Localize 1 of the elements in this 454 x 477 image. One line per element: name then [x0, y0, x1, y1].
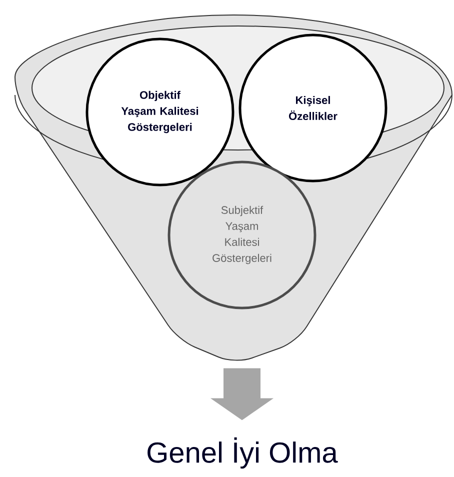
result-text: Genel İyi Olma	[148, 437, 338, 469]
